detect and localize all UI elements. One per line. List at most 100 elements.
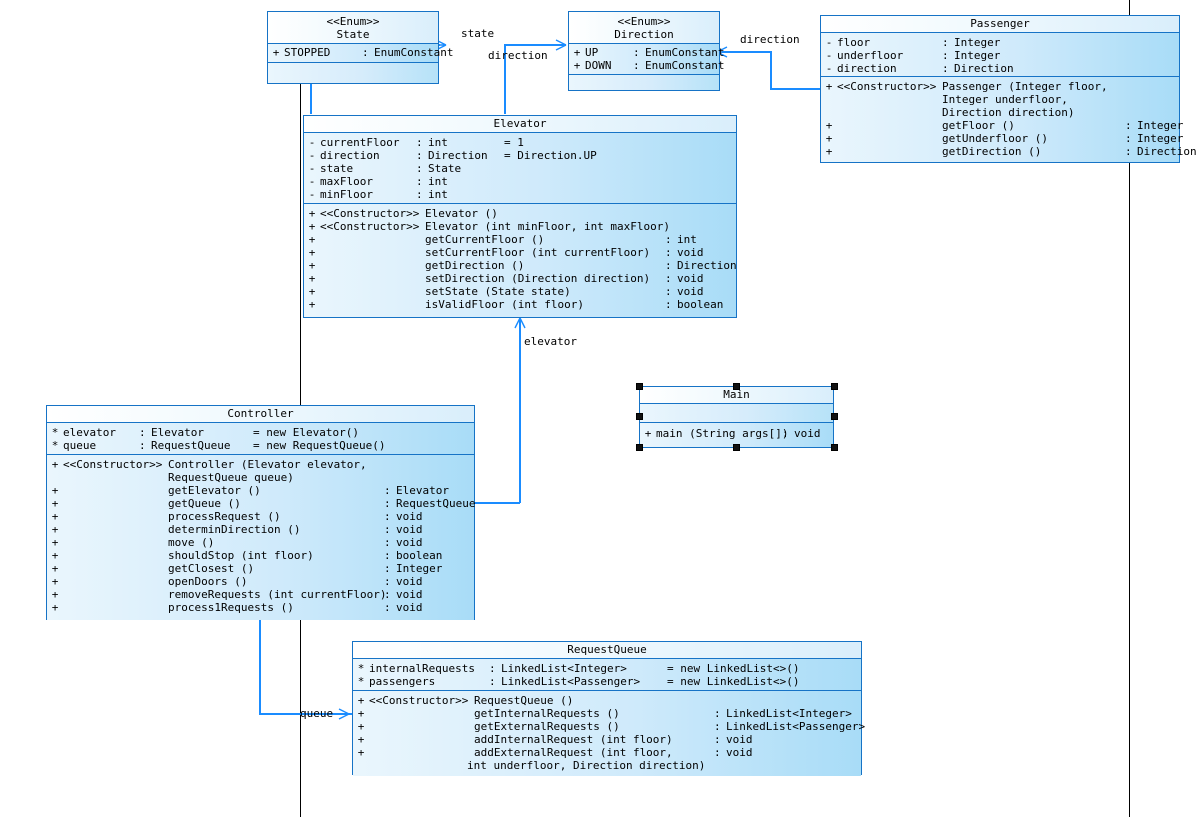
edge-passenger-direction-bottom[interactable] — [770, 88, 820, 90]
return-separator: : — [665, 259, 672, 272]
operation-row: + getClosest () : Integer — [47, 562, 474, 575]
return-type: void — [396, 575, 423, 588]
operation-row: + getElevator () : Elevator — [47, 484, 474, 497]
edge-controller-elevator-horizontal[interactable] — [475, 502, 520, 504]
class-box-passenger[interactable]: Passenger - floor : Integer - underfloor… — [820, 15, 1196, 163]
class-operations-state — [268, 63, 438, 83]
class-box-state[interactable]: <<Enum>> State + STOPPED : EnumConstant — [267, 11, 453, 84]
operation-stereotype — [369, 746, 474, 759]
class-name: Direction — [614, 28, 674, 41]
operation-row: + <<Constructor>> Elevator () — [304, 207, 736, 220]
class-attributes-controller: * elevator : Elevator = new Elevator() *… — [47, 423, 474, 455]
visibility: + — [51, 536, 59, 549]
visibility: + — [573, 46, 581, 59]
edge-elevator-direction-vertical[interactable] — [504, 44, 506, 114]
attribute-row: - state : State — [304, 162, 736, 175]
member-name: state — [320, 162, 354, 175]
member-type: Integer — [954, 36, 1001, 49]
type-separator: : — [139, 439, 146, 452]
class-box-main[interactable]: Main + main (String args[]) : void — [639, 386, 834, 448]
operation-stereotype — [63, 510, 168, 523]
operation-stereotype: <<Constructor>> — [837, 80, 937, 93]
class-operations-elevator: + <<Constructor>> Elevator () + <<Constr… — [304, 204, 737, 317]
return-separator: : — [384, 536, 391, 549]
operation-signature-cont: RequestQueue queue) — [168, 471, 294, 484]
edge-label-state: state — [461, 27, 495, 40]
member-default: = new Elevator() — [253, 426, 359, 439]
class-attributes-passenger: - floor : Integer - underfloor : Integer… — [821, 33, 1179, 77]
attribute-row: - underfloor : Integer — [821, 49, 1179, 62]
class-box-controller[interactable]: Controller * elevator : Elevator = new E… — [46, 405, 475, 620]
attribute-row: * internalRequests : LinkedList<Integer>… — [353, 662, 861, 675]
selection-handle-w[interactable] — [636, 413, 643, 420]
return-separator: : — [665, 272, 672, 285]
edge-controller-queue-horizontal[interactable] — [259, 713, 352, 715]
operation-stereotype — [63, 601, 168, 614]
member-name: elevator — [63, 426, 116, 439]
edge-passenger-direction-vertical[interactable] — [770, 51, 772, 89]
selection-handle-sw[interactable] — [636, 444, 643, 451]
selection-handle-n[interactable] — [733, 383, 740, 390]
class-name: Elevator — [493, 117, 547, 130]
edge-elevator-state-vertical[interactable] — [310, 77, 312, 114]
operation-signature: Elevator () — [425, 207, 498, 220]
visibility: + — [825, 119, 833, 132]
operation-row: + setState (State state) : void — [304, 285, 736, 298]
selection-handle-e[interactable] — [831, 413, 838, 420]
arrow-queue — [338, 708, 350, 720]
operation-signature: getClosest () — [168, 562, 255, 575]
member-type: int — [428, 188, 448, 201]
operation-stereotype — [369, 733, 474, 746]
member-type: State — [428, 162, 462, 175]
class-name: Passenger — [970, 17, 1030, 30]
operation-signature: move () — [168, 536, 215, 549]
operation-signature: addInternalRequest (int floor) — [474, 733, 673, 746]
operation-stereotype — [63, 588, 168, 601]
return-separator: : — [384, 523, 391, 536]
member-type: RequestQueue — [151, 439, 231, 452]
operation-row: + getDirection () : Direction — [304, 259, 737, 272]
return-separator: : — [665, 285, 672, 298]
operation-signature: process1Requests () — [168, 601, 294, 614]
operation-row: + processRequest () : void — [47, 510, 474, 523]
edge-controller-elevator-vertical[interactable] — [519, 320, 521, 503]
type-separator: : — [362, 46, 369, 59]
operation-signature: setDirection (Direction direction) — [425, 272, 651, 285]
operation-stereotype — [63, 523, 168, 536]
type-separator: : — [416, 149, 423, 162]
class-box-direction[interactable]: <<Enum>> Direction + UP : EnumConstant +… — [568, 11, 724, 91]
selection-handle-ne[interactable] — [831, 383, 838, 390]
return-type: void — [396, 510, 423, 523]
selection-handle-se[interactable] — [831, 444, 838, 451]
operation-signature: getElevator () — [168, 484, 261, 497]
class-stereotype: <<Enum>> — [617, 15, 671, 28]
return-type: void — [726, 746, 753, 759]
operation-row: + <<Constructor>> Elevator (int minFloor… — [304, 220, 736, 233]
class-operations-main: + main (String args[]) : void — [640, 423, 833, 447]
class-attributes-direction: + UP : EnumConstant + DOWN : EnumConstan… — [569, 44, 724, 75]
edge-elevator-direction-horizontal[interactable] — [504, 44, 566, 46]
attribute-row: - direction : Direction = Direction.UP — [304, 149, 736, 162]
operation-row: + setCurrentFloor (int currentFloor) : v… — [304, 246, 736, 259]
operation-signature: Elevator (int minFloor, int maxFloor) — [425, 220, 671, 233]
edge-label-direction-passenger: direction — [740, 33, 800, 46]
class-box-elevator[interactable]: Elevator - currentFloor : int = 1 - dire… — [303, 115, 737, 318]
class-box-requestqueue[interactable]: RequestQueue * internalRequests : Linked… — [352, 641, 865, 776]
edge-controller-queue-vertical[interactable] — [259, 620, 261, 714]
operation-signature: RequestQueue () — [474, 694, 574, 707]
class-header-requestqueue: RequestQueue — [353, 642, 861, 659]
return-separator: : — [384, 588, 391, 601]
return-separator: : — [665, 298, 672, 311]
edge-passenger-direction-horizontal[interactable] — [722, 51, 771, 53]
type-separator: : — [489, 675, 496, 688]
class-operations-requestqueue: + <<Constructor>> RequestQueue () + getI… — [353, 691, 865, 776]
class-header-elevator: Elevator — [304, 116, 736, 133]
return-type: Direction — [1137, 145, 1196, 158]
visibility: + — [573, 59, 581, 72]
selection-handle-s[interactable] — [733, 444, 740, 451]
member-type: int — [428, 136, 448, 149]
selection-handle-nw[interactable] — [636, 383, 643, 390]
operation-row: + getInternalRequests () : LinkedList<In… — [353, 707, 861, 720]
class-operations-passenger: + <<Constructor>> Passenger (Integer flo… — [821, 77, 1196, 162]
